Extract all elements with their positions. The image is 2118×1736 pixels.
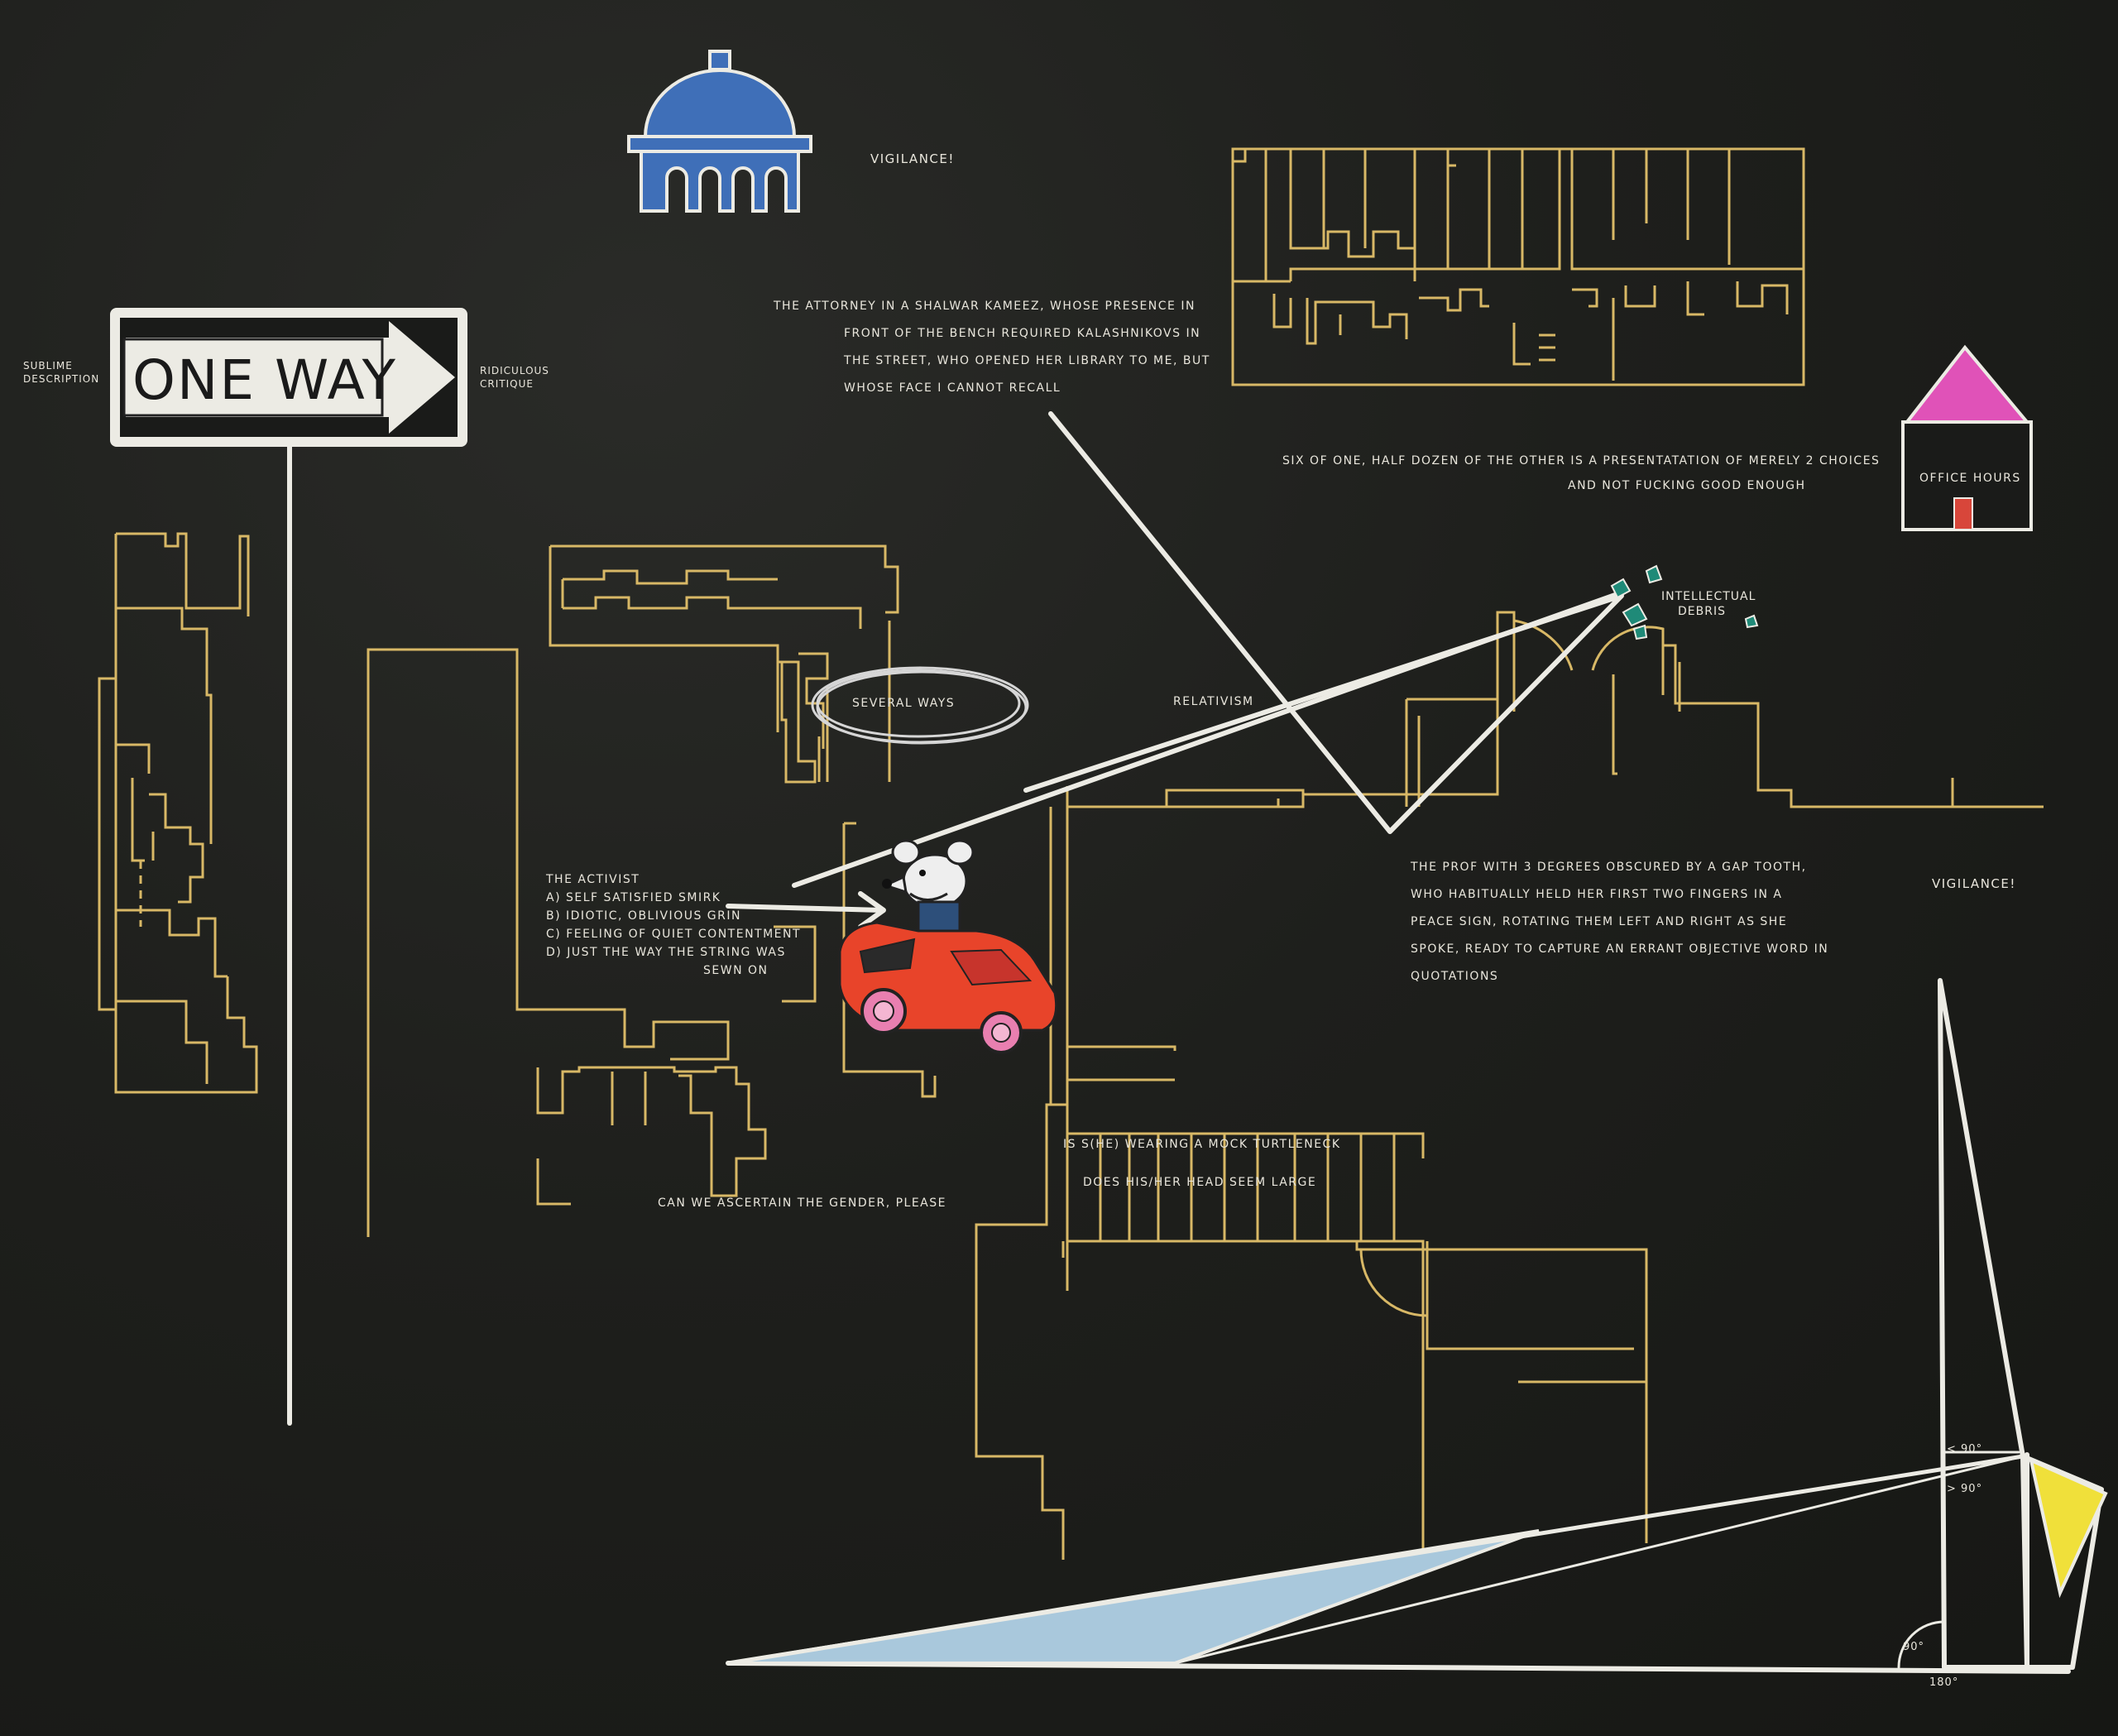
activist-line: C) FEELING OF QUIET CONTENTMENT <box>546 928 802 941</box>
central-lower-plan <box>975 794 1648 1560</box>
top-center-plan <box>549 544 899 784</box>
house-door <box>1953 497 1973 530</box>
ninety-arc <box>1897 1620 1946 1669</box>
sublime-description-label: SUBLIME DESCRIPTION <box>23 359 99 386</box>
relativism-v-line <box>1023 411 1624 834</box>
activist-line: THE ACTIVIST <box>546 873 640 886</box>
activist-arrow-head <box>858 891 886 929</box>
description-line: DESCRIPTION <box>23 373 100 385</box>
prof-line: SPOKE, READY TO CAPTURE AN ERRANT OBJECT… <box>1411 942 1829 956</box>
tall-triangle <box>1938 978 2029 1670</box>
prof-line: QUOTATIONS <box>1411 970 1499 983</box>
turtleneck-line2: DOES HIS/HER HEAD SEEM LARGE <box>1083 1176 1317 1189</box>
one-way-sign <box>110 308 467 447</box>
prof-line: PEACE SIGN, ROTATING THEM LEFT AND RIGHT… <box>1411 915 1788 928</box>
angle-less-label: < 90° <box>1947 1443 1983 1455</box>
several-ways-ellipse <box>811 666 1029 745</box>
yellow-triangle <box>2029 1457 2108 1599</box>
attorney-line: FRONT OF THE BENCH REQUIRED KALASHNIKOVS… <box>844 327 1201 340</box>
top-right-plan <box>1231 147 1805 386</box>
intellectual-line: INTELLECTUAL <box>1661 590 1756 603</box>
vigilance-top-label: VIGILANCE! <box>870 151 955 166</box>
several-ways-label: SEVERAL WAYS <box>852 697 956 710</box>
angle-right-label: 90° <box>1903 1641 1925 1653</box>
relativism-label: RELATIVISM <box>1173 695 1254 708</box>
six-of-one-line2: AND NOT FUCKING GOOD ENOUGH <box>1568 479 1806 492</box>
activist-line: A) SELF SATISFIED SMIRK <box>546 891 721 904</box>
angle-straight-label: 180° <box>1929 1676 1959 1689</box>
activist-line: B) IDIOTIC, OBLIVIOUS GRIN <box>546 909 741 923</box>
prof-line: WHO HABITUALLY HELD HER FIRST TWO FINGER… <box>1411 888 1783 901</box>
floor-plans <box>98 147 2044 1560</box>
sublime-line: SUBLIME <box>23 360 73 372</box>
debris-line: DEBRIS <box>1678 605 1726 618</box>
turtleneck-text: IS S(HE) WEARING A MOCK TURTLENECK DOES … <box>1063 1125 1341 1201</box>
middle-right-plan <box>1066 611 2044 808</box>
office-hours-label: OFFICE HOURS <box>1919 472 2021 485</box>
office-hours-house-icon <box>1901 344 2033 531</box>
capitol-dome-icon <box>627 50 812 213</box>
prof-line: THE PROF WITH 3 DEGREES OBSCURED BY A GA… <box>1411 861 1807 874</box>
angle-greater-label: > 90° <box>1947 1483 1983 1495</box>
activist-arrow-shaft <box>726 904 884 913</box>
activist-line: D) JUST THE WAY THE STRING WAS <box>546 946 786 959</box>
attorney-text: THE ATTORNEY IN A SHALWAR KAMEEZ, WHOSE … <box>774 293 1210 402</box>
six-of-one-text: SIX OF ONE, HALF DOZEN OF THE OTHER IS A… <box>1282 448 1880 498</box>
attorney-line: THE ATTORNEY IN A SHALWAR KAMEEZ, WHOSE … <box>774 300 1196 313</box>
center-left-plan <box>367 648 767 1237</box>
ridiculous-line: RIDICULOUS <box>480 365 549 376</box>
critique-line: CRITIQUE <box>480 378 534 390</box>
toy-car-figure <box>838 839 1058 1054</box>
left-building-plan <box>98 532 258 1094</box>
activist-text: THE ACTIVIST A) SELF SATISFIED SMIRK B) … <box>546 870 801 980</box>
debris-shapes <box>1610 564 1759 640</box>
gender-text: CAN WE ASCERTAIN THE GENDER, PLEASE <box>658 1196 946 1210</box>
car-box-plan <box>774 822 937 1098</box>
attorney-line: WHOSE FACE I CANNOT RECALL <box>844 381 1061 395</box>
sign-text: ONE WAY <box>132 348 397 412</box>
vigilance-right-label: VIGILANCE! <box>1932 876 2016 891</box>
activist-pointer-line <box>792 592 1620 888</box>
six-of-one-line1: SIX OF ONE, HALF DOZEN OF THE OTHER IS A… <box>1282 454 1881 468</box>
intellectual-debris-label: INTELLECTUAL DEBRIS <box>1661 589 1756 619</box>
activist-line: SEWN ON <box>703 964 769 977</box>
ridiculous-critique-label: RIDICULOUS CRITIQUE <box>480 364 549 391</box>
prof-text: THE PROF WITH 3 DEGREES OBSCURED BY A GA… <box>1411 854 1828 990</box>
turtleneck-line1: IS S(HE) WEARING A MOCK TURTLENECK <box>1063 1138 1341 1151</box>
attorney-line: THE STREET, WHO OPENED HER LIBRARY TO ME… <box>844 354 1210 367</box>
